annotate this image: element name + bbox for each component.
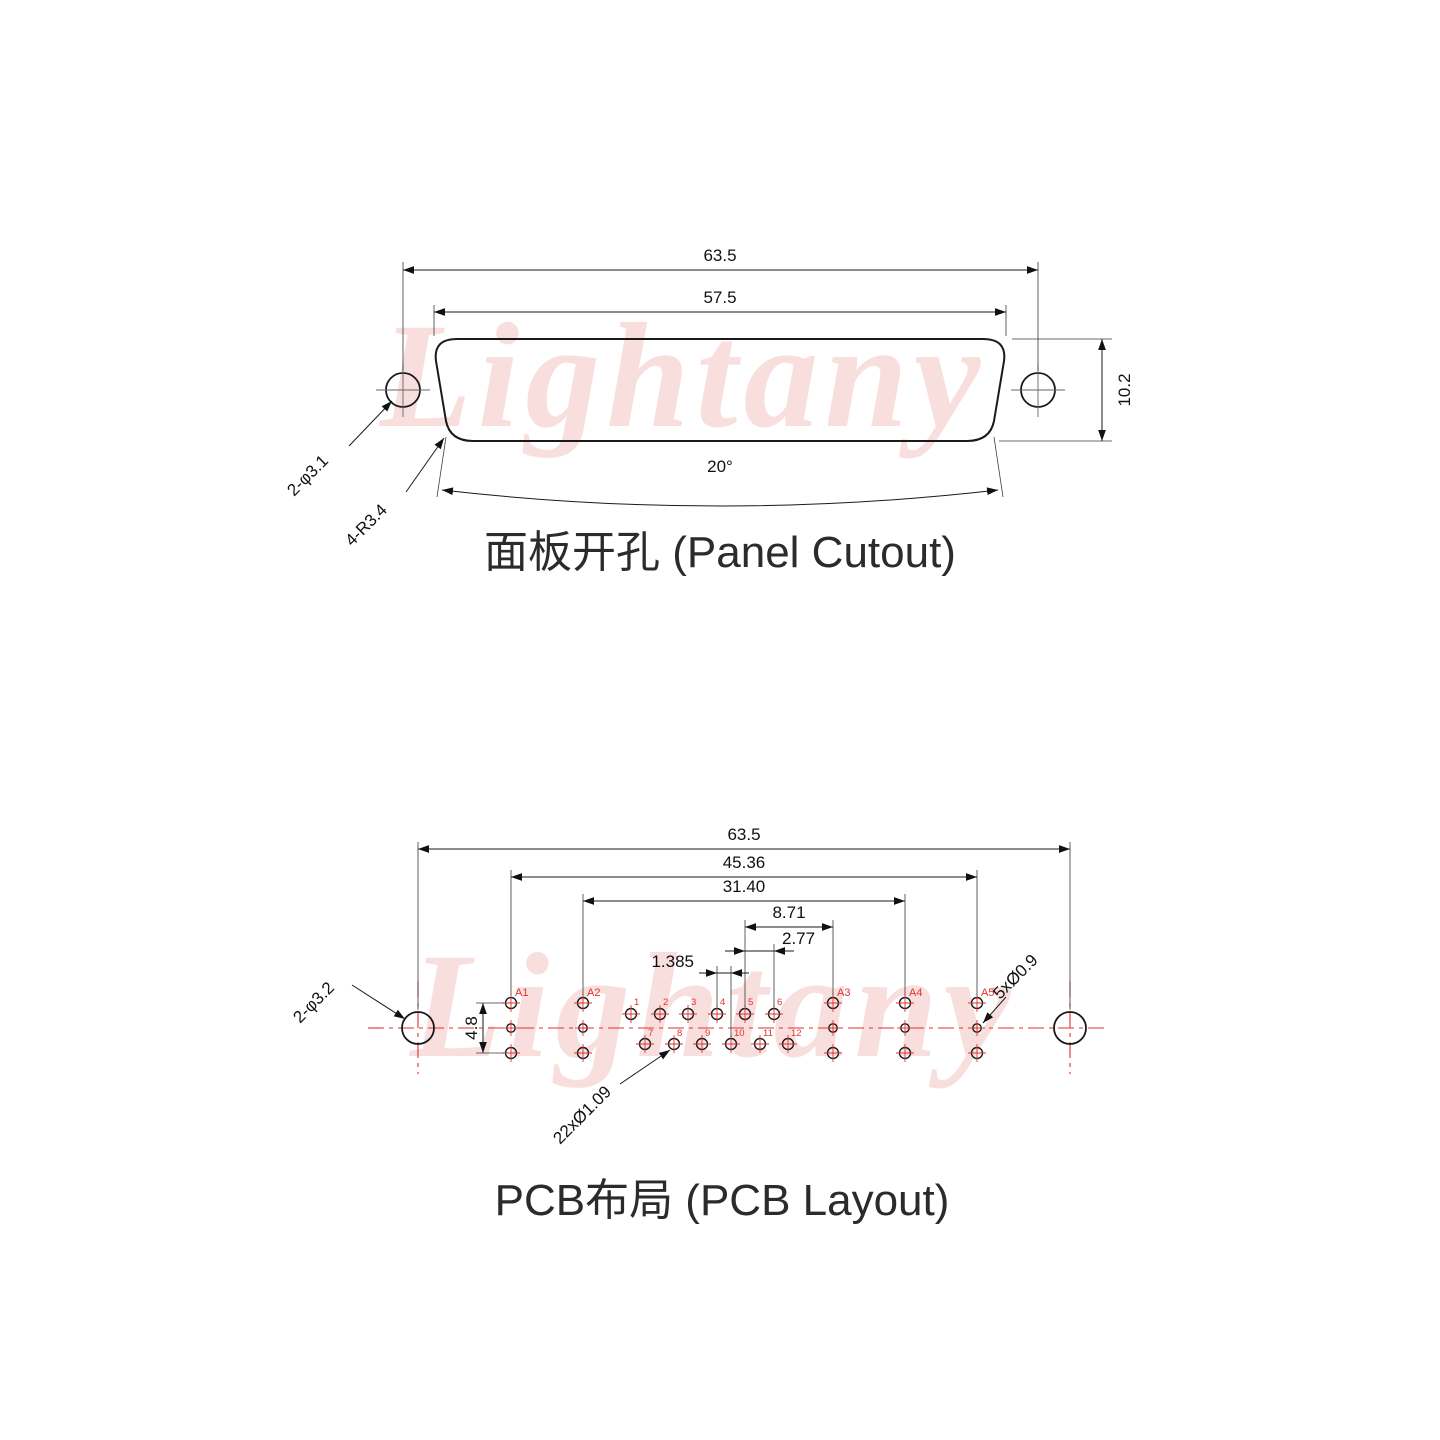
coax-label-a3: A3 [837,987,850,999]
pin-label-4: 4 [720,997,725,1008]
pcb-signal-pins-bottom: 7 8 9 10 11 12 [635,1028,802,1054]
pin-label-5: 5 [748,997,753,1008]
pcb-hole [824,1019,842,1037]
coax-label-a2: A2 [587,987,600,999]
mount-hole-circle [401,1011,435,1045]
pcb-hole [896,1019,914,1037]
pcb-leader-screw-holes: 2-φ3.2 [289,978,406,1027]
pcb-coax-label: 5xØ0.9 [989,951,1041,1003]
coax-label-a4: A4 [909,987,922,999]
pcb-dim-center-to-a3: 8.71 [744,903,834,1007]
pcb-screw-label: 2-φ3.2 [289,978,338,1027]
pcb-dim-pitch-text: 2.77 [782,929,815,948]
pcb-hole [968,1019,986,1037]
panel-dim-outer-width: 63.5 [402,246,1039,371]
pcb-dim-row-offset-text: 1.385 [651,952,694,971]
pin-label-8: 8 [677,1028,682,1039]
pcb-dim-row-offset: 1.385 [651,952,749,1037]
mount-hole-circle [1053,1011,1087,1045]
panel-radius-label: 4-R3.4 [341,500,391,550]
pcb-dim-center-to-a3-text: 8.71 [772,903,805,922]
pcb-dim-a-inner: 31.40 [582,877,906,995]
pcb-hole [573,1043,593,1063]
pcb-coax-columns: A1 A2 A3 A4 A5 [501,987,994,1063]
panel-dim-angle: 20° [436,436,1004,507]
pcb-leader-coax-holes: 5xØ0.9 [982,951,1042,1024]
panel-dim-inner-width-text: 57.5 [703,288,736,307]
pin-label-10: 10 [734,1028,745,1039]
pin-label-1: 1 [634,997,639,1008]
pcb-title: PCB布局 (PCB Layout) [495,1176,950,1225]
pcb-hole [502,1019,520,1037]
pcb-hole [895,1043,915,1063]
pin-label-6: 6 [777,997,782,1008]
pcb-dim-pitch: 2.77 [725,929,815,1007]
pcb-signal-pins-top: 1 2 3 4 5 6 [621,997,784,1024]
pcb-signal-label: 22xØ1.09 [549,1082,615,1148]
coax-label-a1: A1 [515,987,528,999]
pcb-hole [967,1043,987,1063]
pcb-dim-vertical: 4.8 [462,1002,504,1054]
pcb-dim-total-width: 63.5 [417,825,1071,1010]
panel-cutout-figure: 63.5 57.5 10.2 20° [283,246,1134,577]
pcb-dim-total-text: 63.5 [727,825,760,844]
pcb-hole [574,1019,592,1037]
panel-title: 面板开孔 (Panel Cutout) [484,528,956,577]
pcb-leader-signal-holes: 22xØ1.09 [549,1049,671,1148]
panel-screw-hole-right [1011,363,1065,417]
panel-screw-label: 2-φ3.1 [283,451,332,500]
panel-screw-hole-left [376,363,430,417]
panel-dim-height: 10.2 [999,338,1134,442]
pcb-layout-figure: A1 A2 A3 A4 A5 1 [289,825,1108,1225]
pcb-hole [501,1043,521,1063]
panel-leader-screw-holes: 2-φ3.1 [283,400,393,500]
pin-label-2: 2 [663,997,668,1008]
panel-leader-corner-radius: 4-R3.4 [341,437,445,550]
pin-label-12: 12 [791,1028,802,1039]
pcb-dim-a-outer: 45.36 [510,853,978,995]
pin-label-7: 7 [648,1028,653,1039]
pcb-dim-vertical-text: 4.8 [462,1016,481,1040]
pcb-dim-a-inner-text: 31.40 [723,877,766,896]
panel-dim-angle-text: 20° [707,457,733,476]
pcb-hole [823,1043,843,1063]
pin-label-11: 11 [763,1028,773,1039]
pin-label-9: 9 [705,1028,710,1039]
pcb-dim-a-outer-text: 45.36 [723,853,766,872]
panel-cutout-outline [434,338,1006,442]
panel-dim-outer-width-text: 63.5 [703,246,736,265]
panel-dim-height-text: 10.2 [1115,373,1134,406]
coax-label-a5: A5 [981,987,994,999]
panel-dim-inner-width: 57.5 [433,288,1007,336]
pin-label-3: 3 [691,997,696,1008]
